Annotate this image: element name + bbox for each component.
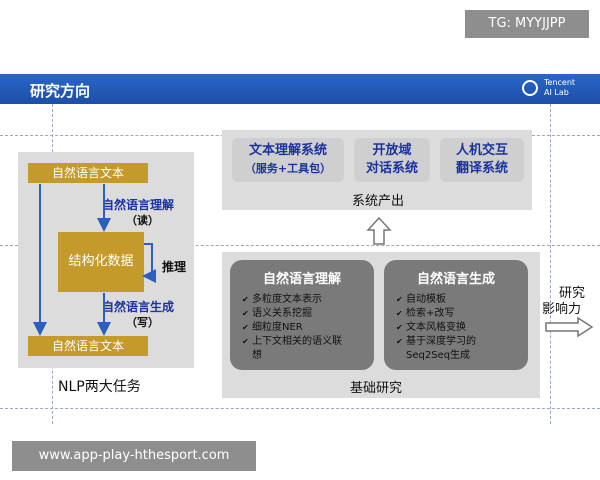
nlg-item: 基于深度学习的 — [396, 335, 528, 349]
card3-line2: 翻译系统 — [455, 161, 508, 176]
nlu-item: 语义关系挖掘 — [242, 307, 374, 321]
guide-line-h3 — [0, 408, 600, 409]
system-output-caption: 系统产出 — [352, 194, 405, 209]
nlu-item-continued: 想 — [252, 350, 262, 361]
card2-line1: 开放域 — [372, 143, 412, 158]
logo-line-1: Tencent — [544, 78, 576, 87]
right-arrow-icon — [545, 316, 594, 338]
nlu-research-card: 自然语言理解 多粒度文本表示 语义关系挖掘 细粒度NER 上下文相关的语义联 想 — [230, 260, 374, 370]
write-label: （写） — [126, 316, 159, 329]
understanding-label: 自然语言理解 — [102, 198, 175, 212]
text-box-bottom: 自然语言文本 — [28, 336, 148, 356]
card2-line2: 对话系统 — [365, 161, 418, 176]
nlu-card-title: 自然语言理解 — [262, 272, 341, 287]
logo-text: Tencent AI Lab — [544, 78, 594, 98]
guide-line-v2 — [550, 104, 551, 424]
nlg-item: 文本风格变换 — [396, 321, 528, 335]
basic-research-caption: 基础研究 — [350, 381, 403, 396]
guide-line-h2 — [0, 245, 600, 246]
research-impact-line2: 影响力 — [542, 302, 582, 317]
nlg-research-card: 自然语言生成 自动模板 检索+改写 文本风格变换 基于深度学习的 Seq2Seq… — [384, 260, 528, 370]
nlu-item-list: 多粒度文本表示 语义关系挖掘 细粒度NER 上下文相关的语义联 想 — [242, 293, 374, 363]
reasoning-label: 推理 — [162, 260, 187, 274]
card3-line1: 人机交互 — [455, 143, 508, 158]
logo-line-2: AI Lab — [544, 88, 569, 97]
nlg-item: 检索+改写 — [396, 307, 528, 321]
nlp-tasks-caption: NLP两大任务 — [58, 379, 141, 395]
structured-data-box: 结构化数据 — [58, 232, 144, 292]
card1-line1: 文本理解系统 — [248, 143, 327, 158]
watermark-top: TG: MYYJJPP — [465, 10, 589, 38]
left-flow-arrows — [33, 184, 156, 336]
hci-translation-card: 人机交互 翻译系统 — [440, 138, 524, 182]
page-title: 研究方向 — [30, 82, 91, 100]
nlg-item: 自动模板 — [396, 293, 528, 307]
text-understanding-system-card: 文本理解系统 （服务+工具包） — [232, 138, 344, 182]
reasoning-loop-arrow — [142, 243, 156, 283]
card1-line2: （服务+工具包） — [244, 162, 332, 175]
nlg-item-list: 自动模板 检索+改写 文本风格变换 基于深度学习的 Seq2Seq生成 — [396, 293, 528, 363]
nlg-item-continued: Seq2Seq生成 — [406, 350, 471, 361]
tencent-logo-icon — [522, 80, 538, 96]
watermark-bottom: www.app-play-hthesport.com — [12, 441, 256, 471]
nlu-item: 细粒度NER — [242, 321, 374, 335]
header-bar — [0, 74, 600, 104]
nlu-item: 多粒度文本表示 — [242, 293, 374, 307]
read-label: （读） — [126, 214, 159, 227]
research-impact-line1: 研究 — [558, 286, 585, 301]
text-box-top: 自然语言文本 — [28, 163, 148, 183]
nlu-item: 上下文相关的语义联 — [242, 335, 374, 349]
generation-label: 自然语言生成 — [102, 300, 175, 314]
open-domain-dialog-card: 开放域 对话系统 — [354, 138, 430, 182]
nlg-card-title: 自然语言生成 — [416, 272, 495, 287]
up-arrow-icon — [366, 216, 392, 245]
